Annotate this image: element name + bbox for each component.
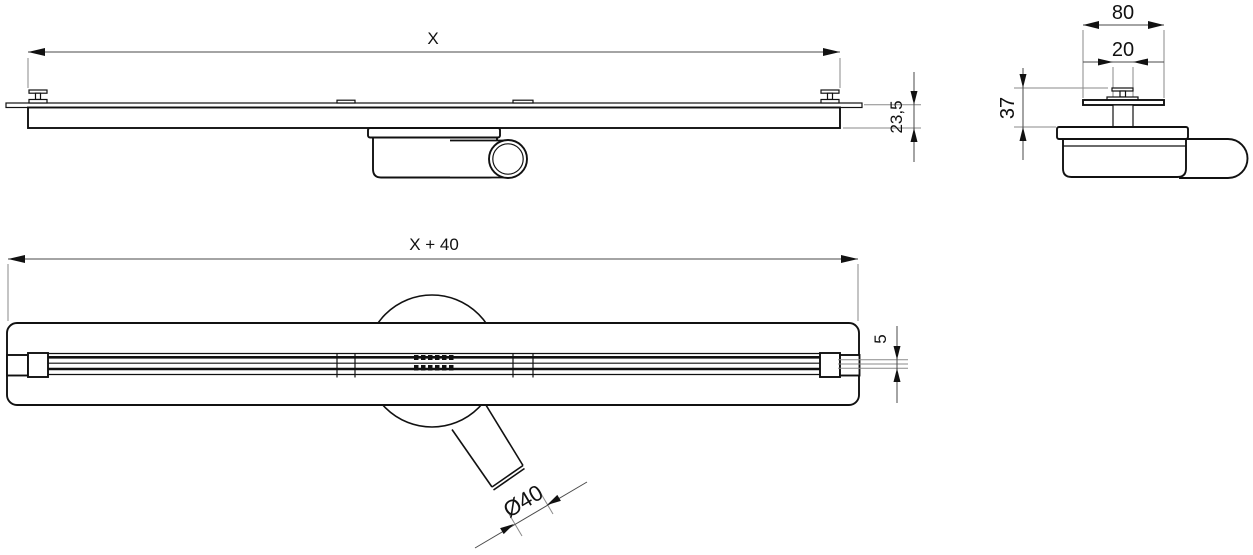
channel-stem-end: [1112, 104, 1134, 129]
outlet-pipe-plan: [451, 403, 525, 491]
slot-end-cap-right: [819, 352, 861, 378]
dim-label-20: 20: [1112, 39, 1134, 61]
dimension-23-5: 23,5: [843, 72, 921, 162]
arrow-upper-icon: [547, 494, 561, 505]
dimension-x-plus-40: X + 40: [7, 235, 859, 321]
arrow-down-icon: [893, 346, 901, 360]
plan-view: X + 40 Ø40: [6, 235, 908, 549]
channel-flange-end: [1082, 99, 1165, 106]
dim-label-x: X: [427, 29, 438, 48]
arrow-left-icon: [1133, 58, 1148, 66]
outlet-pipe-side: [450, 139, 528, 179]
arrow-down-icon: [1019, 74, 1027, 88]
side-elevation-view: X: [5, 29, 921, 179]
dimension-x: X: [27, 29, 841, 88]
arrow-right-icon: [841, 255, 858, 263]
arrow-up-icon: [1019, 127, 1027, 141]
drain-slot: [48, 352, 820, 378]
arrow-down-icon: [910, 91, 918, 105]
dim-label-x-plus-40: X + 40: [409, 235, 459, 254]
dimension-5: 5: [838, 326, 908, 403]
arrow-right-icon: [1098, 58, 1113, 66]
slot-end-cap-left: [6, 352, 49, 378]
fastening-clip-left: [28, 89, 48, 104]
pipe-inner-circle: [492, 143, 524, 175]
fastening-clip-right: [820, 89, 840, 104]
dim-label-80: 80: [1112, 2, 1134, 24]
arrow-left-icon: [28, 48, 45, 56]
dimension-dia-40: Ø40: [474, 480, 588, 549]
arrow-left-icon: [1083, 21, 1099, 29]
channel-body-side: [27, 106, 841, 129]
drain-trap-end: [1056, 126, 1189, 178]
arrow-up-icon: [910, 128, 918, 142]
grate-tab-right: [512, 99, 534, 104]
arrow-right-icon: [823, 48, 840, 56]
dim-label-dia-40: Ø40: [499, 480, 548, 523]
arrow-up-icon: [893, 368, 901, 382]
dimension-37: 37: [997, 68, 1108, 160]
perforation-pattern: [414, 355, 454, 371]
dim-label-5: 5: [871, 334, 890, 343]
channel-body-plan: [6, 322, 860, 406]
dimension-80: 80: [1082, 2, 1165, 98]
grate-tab-left: [336, 99, 356, 104]
end-section-view: 80 20: [997, 2, 1249, 179]
arrow-left-icon: [8, 255, 25, 263]
dim-label-37: 37: [997, 97, 1019, 119]
outlet-pipe-end: [1179, 138, 1249, 179]
dim-label-23-5: 23,5: [887, 100, 906, 133]
arrow-right-icon: [1148, 21, 1164, 29]
arrow-lower-icon: [500, 524, 514, 535]
dimension-20: 20: [1083, 39, 1164, 99]
